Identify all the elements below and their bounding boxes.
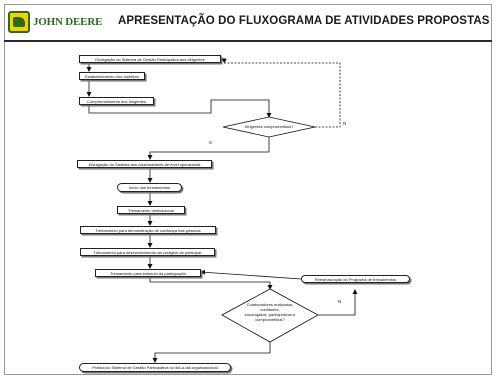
label-d2-no: N — [338, 299, 342, 304]
label-d1-no: N — [343, 121, 347, 126]
john-deere-logo: JOHN DEERE — [8, 11, 102, 35]
step-divulgacao-dirigentes: Divulgação do Sistema de Gestão Particip… — [79, 55, 221, 63]
step-comprometimento-dirigentes: Comprometimento dos dirigentes — [79, 97, 154, 105]
header-divider — [4, 40, 492, 42]
step-treinamento-coragem: Treinamento para desenvolvimento da cora… — [80, 248, 215, 256]
edge-d1-yes — [147, 137, 270, 160]
edge-d1-no-head — [221, 58, 227, 64]
page-title: APRESENTAÇÃO DO FLUXOGRAMA DE ATIVIDADES… — [118, 15, 490, 27]
decision-dirigentes-comprometidos: Dirigentes comprometidos? — [244, 124, 294, 129]
edge-d2-yes — [152, 342, 271, 363]
step-inicio-treinamentos: Início dos treinamentos — [117, 183, 182, 192]
deer-logo-icon — [8, 11, 30, 33]
decision-diamond-d2 — [221, 288, 319, 343]
edge-d1-no — [221, 61, 341, 128]
step-treinamento-motivacional: Treinamento motivacional — [117, 206, 185, 214]
step-treinamento-estimulo: Treinamento para estímulo da participaçã… — [95, 269, 201, 277]
edge-n9-d2 — [149, 276, 273, 290]
step-pratica-gestao-participativa: Prática do Sistema de Gestão Participati… — [79, 363, 231, 372]
step-treinamento-confianca: Treinamento para demonstração de confian… — [80, 226, 216, 234]
step-reestruturacao-programa: Reestruturação do Programa de treinament… — [301, 275, 410, 283]
decision-colaboradores-motivados: Colaboradores motivados, confiantes, enc… — [244, 302, 296, 322]
step-estabelecimento-objetivos: Estabelecimento dos objetivos — [79, 72, 145, 80]
label-d1-yes: S — [209, 140, 213, 145]
brand-name: JOHN DEERE — [33, 16, 103, 28]
edge-n3-d1 — [88, 99, 272, 118]
edge-n10-n9 — [200, 269, 302, 280]
decision-diamond-d1 — [222, 116, 316, 138]
step-divulgacao-colaboradores: Divulgação do Sistema aos colaboradores … — [77, 160, 212, 168]
edge-d2-no — [318, 289, 358, 316]
